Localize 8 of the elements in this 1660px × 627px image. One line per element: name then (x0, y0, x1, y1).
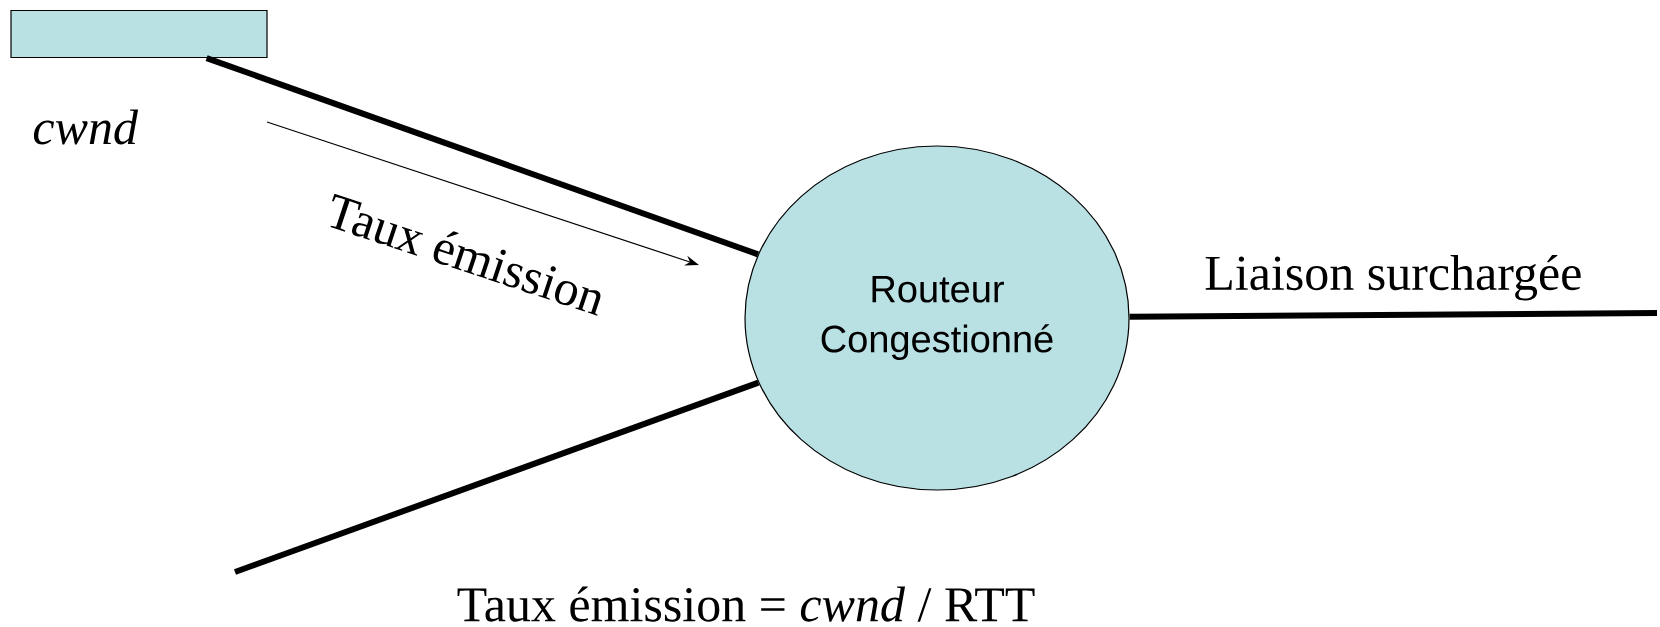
window-box (10, 9, 268, 59)
link-line (234, 379, 760, 575)
link-line (1129, 310, 1658, 320)
link-line (205, 55, 760, 258)
rate-label: Taux émission (330, 193, 601, 316)
formula-label: Taux émission = cwnd / RTT (457, 586, 1035, 622)
edge-label: Liaison surchargée (1202, 252, 1585, 303)
window-label: cwnd (33, 109, 139, 145)
